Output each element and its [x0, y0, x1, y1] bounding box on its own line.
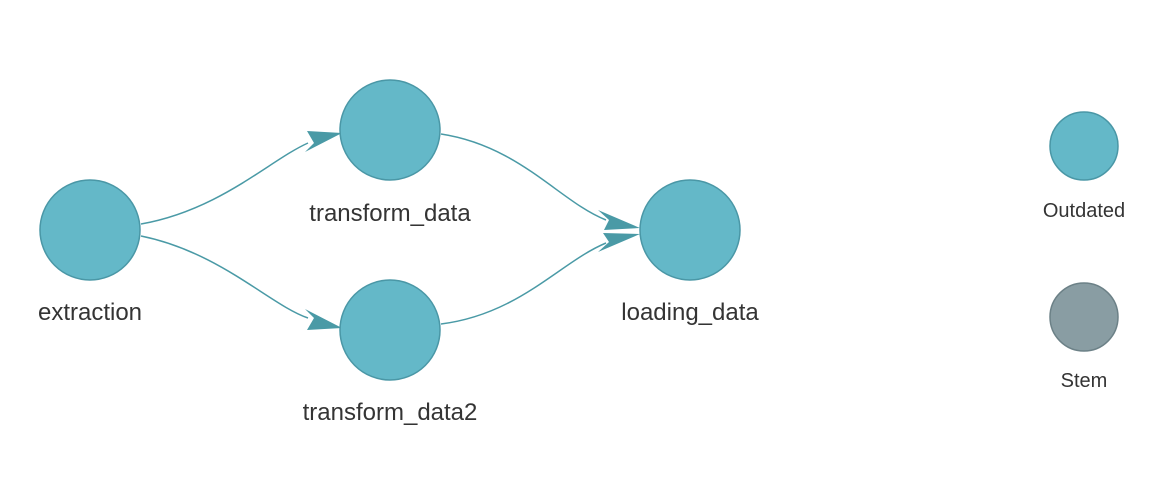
legend-item-outdated[interactable]: Outdated	[1043, 111, 1125, 222]
legend: Outdated Stem	[1043, 111, 1125, 392]
edge-extraction-transform-data2[interactable]	[140, 235, 309, 319]
edge-transform-data-loading-data[interactable]	[440, 133, 607, 221]
node-extraction[interactable]: extraction	[38, 179, 142, 326]
legend-item-stem[interactable]: Stem	[1049, 282, 1119, 392]
node-circle[interactable]	[639, 179, 741, 281]
node-label: loading_data	[621, 299, 759, 326]
nodes: extraction transform_data transform_data…	[38, 79, 759, 426]
legend-swatch[interactable]	[1049, 111, 1119, 181]
node-transform-data2[interactable]: transform_data2	[303, 279, 478, 426]
edges	[140, 131, 640, 330]
node-label: extraction	[38, 299, 142, 326]
legend-label: Outdated	[1043, 200, 1125, 222]
edge-transform-data2-loading-data[interactable]	[440, 242, 607, 325]
node-loading-data[interactable]: loading_data	[621, 179, 759, 326]
node-label: transform_data2	[303, 399, 478, 426]
legend-label: Stem	[1061, 370, 1108, 392]
node-circle[interactable]	[339, 279, 441, 381]
edge-extraction-transform-data[interactable]	[140, 142, 309, 225]
arrowhead-icon	[598, 210, 640, 230]
node-label: transform_data	[309, 200, 471, 227]
node-transform-data[interactable]: transform_data	[309, 79, 471, 227]
arrowhead-icon	[305, 131, 342, 152]
node-circle[interactable]	[339, 79, 441, 181]
arrowhead-icon	[305, 309, 342, 330]
legend-swatch[interactable]	[1049, 282, 1119, 352]
arrowhead-icon	[598, 233, 640, 252]
node-circle[interactable]	[39, 179, 141, 281]
